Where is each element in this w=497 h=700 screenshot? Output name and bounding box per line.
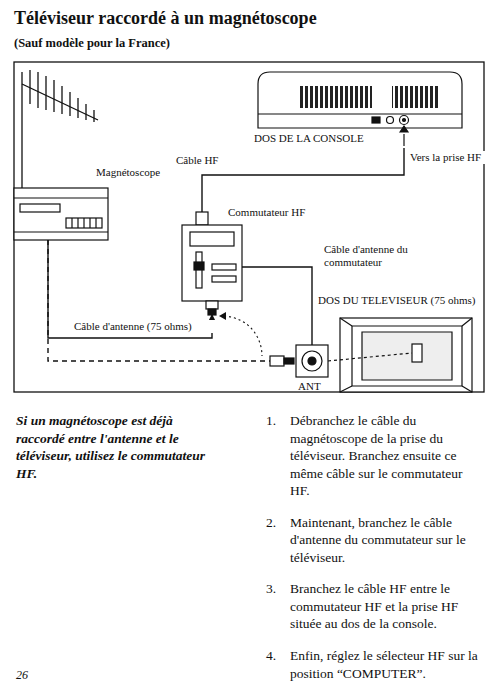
subtitle: (Sauf modèle pour la France) xyxy=(14,36,314,51)
console-drawing-part xyxy=(258,72,462,128)
rf-switch-drawing-part xyxy=(190,232,234,246)
tv-drawing-part xyxy=(462,318,472,326)
antenna-part xyxy=(22,84,98,120)
ant-jack-drawing-part xyxy=(296,345,328,377)
console-drawing-part xyxy=(400,116,409,125)
hint-arrowhead xyxy=(219,312,226,320)
device-label: DOS DE LA CONSOLE xyxy=(254,132,404,145)
ant-jack-drawing-part xyxy=(302,351,322,371)
device-label: DOS DU TELEVISEUR (75 ohms) xyxy=(318,294,488,307)
step-text: Maintenant, branchez le câble d'antenne … xyxy=(290,514,482,567)
ant-jack-drawing-part xyxy=(284,358,294,364)
device-label: Commutateur HF xyxy=(228,206,338,219)
switch-antenna-cable xyxy=(242,267,312,345)
vcr-drawing-part xyxy=(14,231,108,232)
diagram-frame xyxy=(14,62,484,392)
step-text: Débranchez le câble du magnétoscope de l… xyxy=(290,412,482,500)
rf-switch-drawing-part xyxy=(212,276,236,282)
tv-back: DOS DU TELEVISEUR (75 ohms) xyxy=(340,318,472,392)
antenna xyxy=(22,70,98,188)
cable-label: Câble d'antenne du commutateur xyxy=(324,243,454,269)
cable-label: Câble HF xyxy=(176,154,236,167)
vcr-unit: Magnétoscope xyxy=(14,188,108,240)
antenna-part xyxy=(45,76,46,110)
rf-switch-drawing-part xyxy=(208,309,216,315)
vcr-drawing-part xyxy=(89,218,90,228)
rf-switch-drawing-part xyxy=(196,212,208,225)
ant-jack-drawing-part xyxy=(308,357,316,365)
console-drawing-part xyxy=(403,134,404,146)
antenna-part xyxy=(61,86,62,114)
antenna-part xyxy=(93,110,94,122)
console-drawing-part xyxy=(403,119,406,122)
step-text: Branchez le câble HF entre le commutateu… xyxy=(290,580,482,633)
console-drawing-part xyxy=(298,86,372,108)
tv-drawing-part xyxy=(352,326,462,386)
antenna-part xyxy=(53,80,54,112)
ant-jack-drawing-part xyxy=(270,356,284,366)
rf-switch-drawing-part xyxy=(194,262,204,270)
moved-cable-hint xyxy=(224,316,262,356)
step-number: 4. xyxy=(266,647,286,665)
rf-switch-drawing xyxy=(182,212,242,315)
antenna-part xyxy=(21,72,22,188)
console-drawing-part xyxy=(258,113,462,114)
console-back: DOS DE LA CONSOLE xyxy=(258,72,462,128)
old-cable xyxy=(48,240,270,361)
console-drawing-part xyxy=(392,86,438,108)
tv-drawing xyxy=(340,318,472,392)
vcr-drawing-part xyxy=(66,218,102,228)
step-text: Enfin, réglez le sélecteur HF sur la pos… xyxy=(290,647,482,682)
ant-jack-drawing-part xyxy=(328,353,412,361)
step-number: 3. xyxy=(266,580,286,598)
vcr-drawing-part xyxy=(14,188,108,240)
callout-text: Vers la prise HF xyxy=(410,151,490,164)
vcr-drawing-part xyxy=(14,197,108,198)
rf-switch-drawing-part xyxy=(182,225,242,301)
console-drawing-part xyxy=(387,117,394,124)
ant-jack-drawing xyxy=(270,345,412,377)
console-drawing-part xyxy=(372,117,380,123)
antenna-part xyxy=(85,104,86,120)
tv-drawing-part xyxy=(340,318,472,392)
vcr-drawing-part xyxy=(20,204,60,212)
vcr-drawing-part xyxy=(77,218,78,228)
page-number: 26 xyxy=(16,668,56,682)
tv-drawing-part xyxy=(462,386,472,392)
cable-label: Câble d'antenne (75 ohms) xyxy=(74,320,224,333)
tv-drawing-part xyxy=(412,344,422,362)
tv-drawing-part xyxy=(340,318,352,326)
vcr-drawing-part xyxy=(71,218,72,228)
ant-jack: ANT xyxy=(296,345,328,377)
rf-switch-drawing-part xyxy=(212,264,236,270)
page-title: Téléviseur raccordé à un magnétoscope xyxy=(14,8,484,30)
step-number: 2. xyxy=(266,514,286,532)
antenna-part xyxy=(69,92,70,116)
vcr-drawing-part xyxy=(95,218,96,228)
vcr-drawing xyxy=(14,188,108,240)
console-drawing-part xyxy=(400,126,408,132)
rf-switch-drawing-part xyxy=(206,301,218,309)
step-number: 1. xyxy=(266,412,286,430)
device-label: Magnétoscope xyxy=(96,166,206,179)
antenna-part xyxy=(29,70,30,104)
tv-drawing-part xyxy=(340,386,352,392)
note-text: Si un magnétoscope est déjà raccordé ent… xyxy=(16,412,221,482)
rf-switch: Commutateur HF xyxy=(182,225,242,301)
antenna-part xyxy=(77,98,78,118)
device-label: ANT xyxy=(298,380,338,393)
antenna-part xyxy=(37,72,38,108)
vcr-drawing-part xyxy=(83,218,84,228)
tv-drawing-part xyxy=(362,332,452,380)
